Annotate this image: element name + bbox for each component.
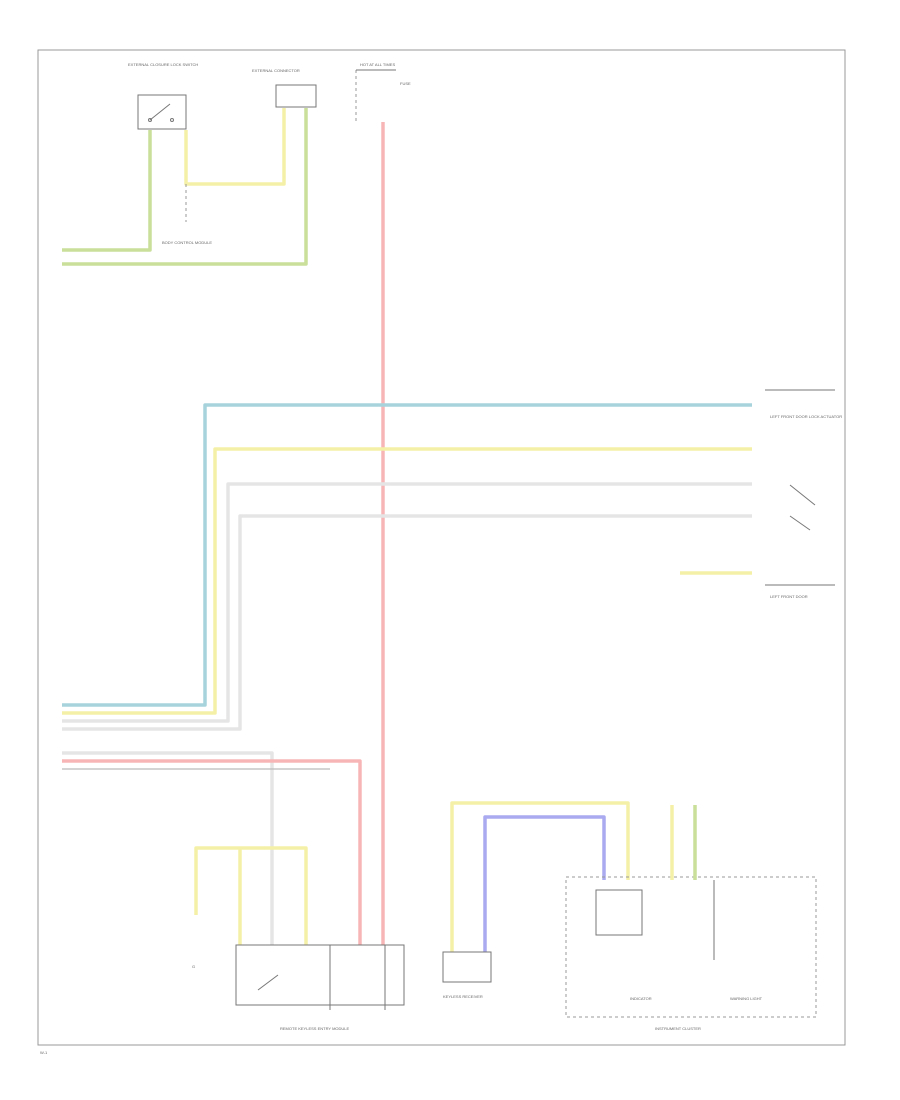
diagram-frame bbox=[37, 49, 846, 1046]
door-lock-actuator bbox=[765, 389, 835, 586]
wire-green-2 bbox=[62, 108, 308, 266]
module-label: REMOTE KEYLESS ENTRY MODULE bbox=[280, 1026, 350, 1031]
wire-white-2 bbox=[62, 514, 752, 731]
wire-blue bbox=[62, 403, 752, 707]
power-label: HOT AT ALL TIMES bbox=[360, 62, 395, 67]
wire-white-3 bbox=[62, 751, 274, 945]
power-source bbox=[355, 69, 396, 122]
wire-white-1 bbox=[62, 482, 752, 723]
closure-lock-switch bbox=[137, 94, 187, 130]
wire-red-2 bbox=[62, 759, 362, 945]
wire-yellow-top bbox=[184, 108, 286, 186]
cluster-item2-label: WARNING LIGHT bbox=[730, 996, 763, 1001]
right-bottom-label: LEFT FRONT DOOR bbox=[770, 594, 808, 599]
wire-violet bbox=[483, 815, 606, 952]
cluster-label: INSTRUMENT CLUSTER bbox=[655, 1026, 701, 1031]
left-connector-label: BODY CONTROL MODULE bbox=[162, 240, 212, 245]
wire-green-1 bbox=[62, 130, 152, 252]
footer-code: W-1 bbox=[40, 1050, 48, 1055]
connector-center-label: EXTERNAL CONNECTOR bbox=[252, 68, 300, 73]
wire-yellow-bl bbox=[194, 846, 308, 945]
instrument-cluster bbox=[565, 876, 817, 1018]
keyless-receiver bbox=[442, 951, 492, 983]
remote-keyless-module bbox=[235, 944, 405, 1010]
wire-yellow-recv bbox=[450, 801, 630, 952]
fuse-label: FUSE bbox=[400, 81, 411, 86]
external-connector bbox=[275, 84, 317, 108]
switch-left-label: EXTERNAL CLOSURE LOCK SWITCH bbox=[128, 62, 198, 67]
receiver-label: KEYLESS RECEIVER bbox=[443, 994, 483, 999]
ground-label: G bbox=[192, 964, 195, 969]
cluster-item1-label: INDICATOR bbox=[630, 996, 652, 1001]
wire-yellow bbox=[62, 447, 752, 715]
right-header-label: LEFT FRONT DOOR LOCK ACTUATOR bbox=[770, 414, 842, 419]
